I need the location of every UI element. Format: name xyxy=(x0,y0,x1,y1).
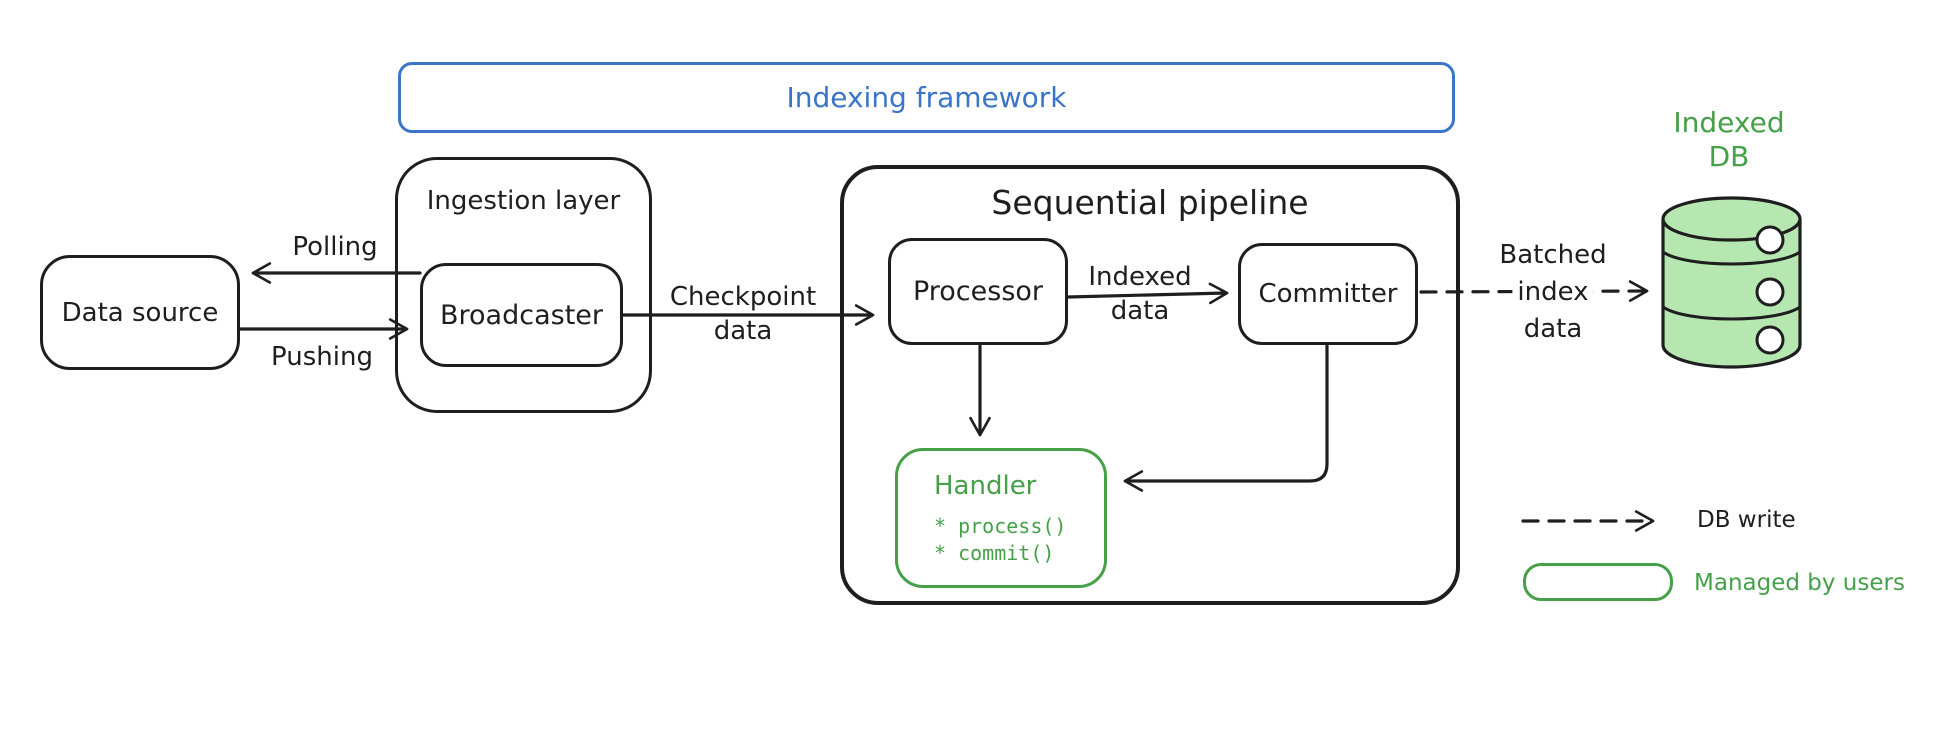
broadcaster-label: Broadcaster xyxy=(440,299,603,331)
indexed-data-label: Indexed data xyxy=(1088,262,1192,326)
handler-box: Handler * process() * commit() xyxy=(895,448,1107,588)
pushing-label: Pushing xyxy=(271,342,373,372)
processor-label: Processor xyxy=(912,276,1044,307)
db-disk-dot xyxy=(1755,325,1785,355)
data-source-box: Data source xyxy=(40,255,240,370)
legend-managed-label: Managed by users xyxy=(1694,570,1905,596)
sequential-pipeline-label: Sequential pipeline xyxy=(991,183,1309,222)
batched-index-data-label: Batched index data xyxy=(1499,240,1607,344)
committer-box: Committer xyxy=(1238,243,1418,345)
broadcaster-box: Broadcaster xyxy=(420,263,623,367)
handler-method-commit: * commit() xyxy=(934,541,1055,565)
ingestion-layer-label: Ingestion layer xyxy=(426,186,621,216)
indexing-framework-box: Indexing framework xyxy=(398,62,1455,133)
handler-title: Handler xyxy=(934,471,1037,501)
db-disk-dot xyxy=(1755,277,1785,307)
handler-method-process: * process() xyxy=(934,514,1067,538)
polling-label: Polling xyxy=(292,232,378,262)
sequential-pipeline-box: Sequential pipeline xyxy=(840,165,1460,605)
indexed-db-label: Indexed DB xyxy=(1673,106,1785,173)
legend-db-write-label: DB write xyxy=(1697,507,1796,533)
committer-label: Committer xyxy=(1258,279,1398,309)
ingestion-layer-box: Ingestion layer xyxy=(395,157,652,413)
indexing-framework-label: Indexing framework xyxy=(786,81,1067,114)
data-source-label: Data source xyxy=(61,297,219,328)
indexed-db-cylinder xyxy=(1661,196,1802,369)
db-disk-dot xyxy=(1755,225,1785,255)
processor-box: Processor xyxy=(888,238,1068,345)
checkpoint-data-label: Checkpoint data xyxy=(669,282,817,346)
legend-managed-box xyxy=(1523,563,1673,601)
